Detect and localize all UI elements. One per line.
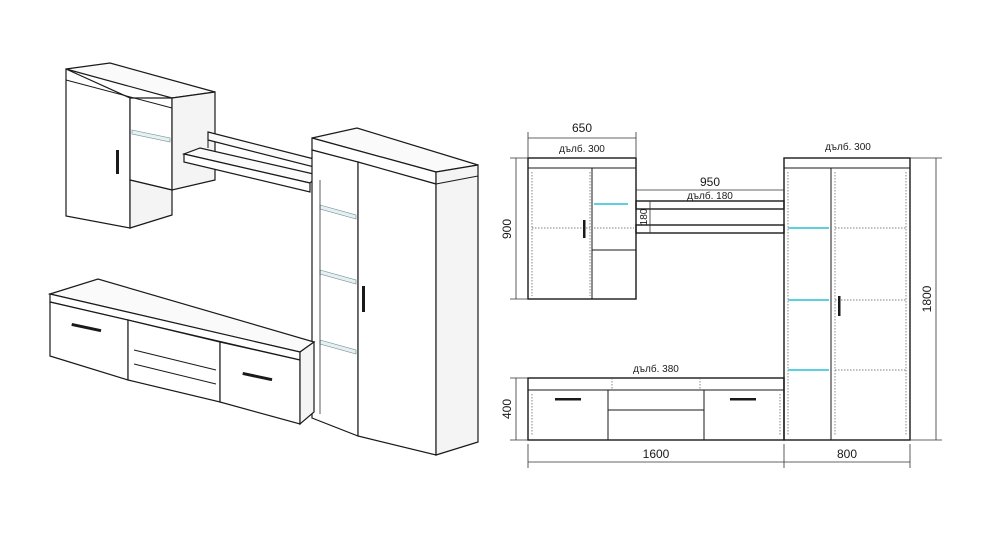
- iso-tall-cabinet: [311, 127, 479, 456]
- dim-tv-unit-depth: дълб. 380: [633, 363, 679, 375]
- dim-tall-cabinet-width: 800: [837, 447, 857, 461]
- dim-wall-cabinet-depth: дълб. 300: [559, 143, 605, 155]
- front-tall-cabinet: [783, 157, 911, 441]
- dim-wall-cabinet-height: 900: [500, 219, 514, 239]
- front-shelf: [635, 200, 785, 234]
- front-tv-unit: [527, 377, 785, 441]
- dimension-lines: [510, 132, 942, 468]
- dim-tall-cabinet-height: 1800: [920, 285, 934, 312]
- front-wall-cabinet: [527, 157, 637, 300]
- isometric-view: [47, 62, 479, 456]
- dim-shelf-depth: дълб. 180: [687, 190, 733, 202]
- dim-shelf-height: 180: [639, 208, 650, 225]
- dimension-labels: 650 дълб. 300 950 дълб. 180 180 900 дълб…: [500, 121, 934, 461]
- iso-shelf: [181, 131, 320, 193]
- iso-tv-unit: [47, 278, 316, 426]
- dim-wall-cabinet-width: 650: [572, 121, 592, 135]
- dim-tall-cabinet-depth: дълб. 300: [825, 141, 871, 153]
- dim-tv-unit-width: 1600: [643, 447, 670, 461]
- dim-tv-unit-height: 400: [500, 399, 514, 419]
- dim-shelf-width: 950: [700, 175, 720, 189]
- iso-wall-cabinet: [65, 62, 216, 229]
- front-elevation: 650 дълб. 300 950 дълб. 180 180 900 дълб…: [500, 121, 942, 468]
